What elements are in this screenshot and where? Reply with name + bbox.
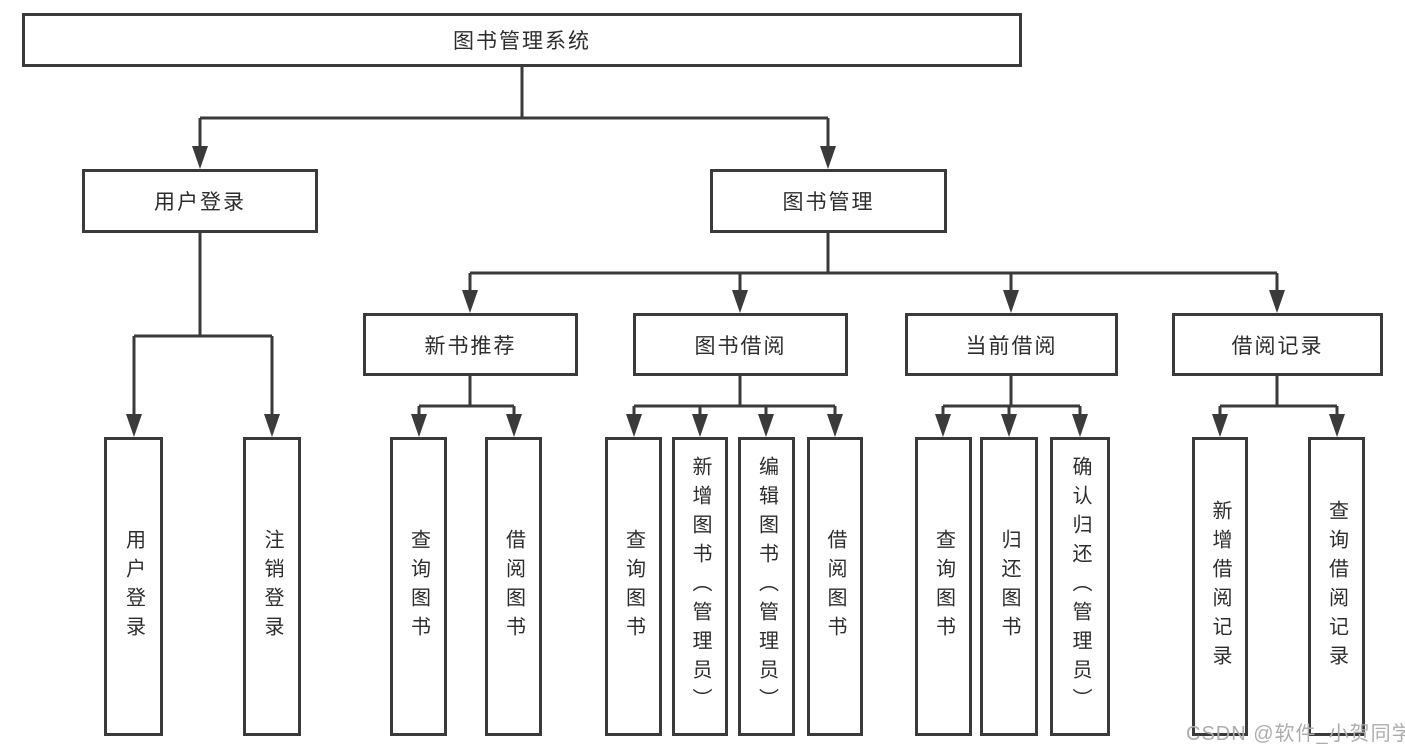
node-label: 借阅图书 — [824, 528, 846, 645]
node-label: 编辑图书（管理员） — [755, 456, 778, 717]
arrowhead — [820, 146, 836, 169]
csdn-watermark: CSDN @软件_小贺同学 — [1186, 723, 1405, 745]
leaf-query-borrow-record: 查询借阅记录 — [1308, 437, 1365, 736]
leaf-borrow-book-newrec: 借阅图书 — [485, 437, 542, 736]
node-label: 图书借阅 — [694, 334, 787, 358]
connector-newbook-to-leaves — [411, 376, 522, 437]
node-label: 图书管理 — [782, 191, 875, 214]
arrowhead — [411, 414, 427, 437]
node-label: 查询图书 — [932, 528, 955, 645]
connector-root-to-level2 — [192, 67, 836, 169]
leaf-return-book: 归还图书 — [980, 437, 1038, 736]
connector-userlogin-to-leaves — [126, 233, 280, 437]
arrowhead — [1003, 290, 1019, 313]
arrowhead — [827, 414, 843, 437]
leaf-query-book-borrow: 查询图书 — [605, 437, 662, 736]
node-label: 新增借阅记录 — [1209, 499, 1231, 674]
arrowhead — [1269, 290, 1285, 313]
node-library-management-system: 图书管理系统 — [22, 13, 1022, 67]
leaf-query-book-current: 查询图书 — [915, 437, 972, 736]
node-label: 图书管理系统 — [453, 30, 591, 53]
arrowhead — [692, 414, 708, 437]
leaf-confirm-return-admin: 确认归还（管理员） — [1050, 437, 1110, 736]
arrowhead — [1212, 414, 1228, 437]
leaf-borrow-book: 借阅图书 — [807, 437, 863, 736]
node-borrowing-records: 借阅记录 — [1172, 313, 1383, 376]
leaf-user-login: 用户登录 — [104, 437, 163, 736]
node-new-book-recommendation: 新书推荐 — [363, 313, 578, 376]
leaf-logout: 注销登录 — [243, 437, 301, 736]
leaf-add-borrow-record: 新增借阅记录 — [1192, 437, 1248, 736]
node-label: 归还图书 — [998, 528, 1020, 645]
node-user-login: 用户登录 — [82, 169, 318, 233]
connector-bookborrow-to-leaves — [626, 376, 843, 437]
node-label: 确认归还（管理员） — [1069, 456, 1091, 717]
arrowhead — [1329, 414, 1345, 437]
arrowhead — [192, 146, 208, 169]
arrowhead — [462, 290, 478, 313]
leaf-add-book-admin: 新增图书（管理员） — [672, 437, 728, 736]
node-label: 查询借阅记录 — [1325, 499, 1348, 674]
node-book-borrowing: 图书借阅 — [633, 313, 848, 376]
arrowhead — [626, 414, 642, 437]
node-label: 用户登录 — [122, 528, 145, 645]
connector-currentborrow-to-leaves — [935, 376, 1088, 437]
arrowhead — [732, 290, 748, 313]
connector-bookmgmt-to-level3 — [462, 233, 1285, 313]
connector-borrowrecord-to-leaves — [1212, 376, 1345, 437]
arrowhead — [758, 414, 774, 437]
node-book-management: 图书管理 — [710, 169, 947, 233]
leaf-query-book-newrec: 查询图书 — [390, 437, 447, 736]
node-label: 借阅记录 — [1231, 334, 1324, 358]
node-label: 用户登录 — [154, 191, 246, 214]
node-label: 借阅图书 — [502, 528, 525, 645]
arrowhead — [1072, 414, 1088, 437]
arrowhead — [264, 414, 280, 437]
arrowhead — [126, 414, 142, 437]
node-current-borrowing: 当前借阅 — [905, 313, 1118, 376]
node-label: 新增图书（管理员） — [689, 456, 711, 717]
node-label: 查询图书 — [622, 528, 645, 645]
node-label: 新书推荐 — [424, 334, 517, 358]
arrowhead — [1001, 414, 1017, 437]
node-label: 查询图书 — [407, 528, 430, 645]
arrowhead — [506, 414, 522, 437]
leaf-edit-book-admin: 编辑图书（管理员） — [738, 437, 795, 736]
node-label: 注销登录 — [261, 528, 283, 645]
arrowhead — [935, 414, 951, 437]
node-label: 当前借阅 — [965, 334, 1058, 358]
